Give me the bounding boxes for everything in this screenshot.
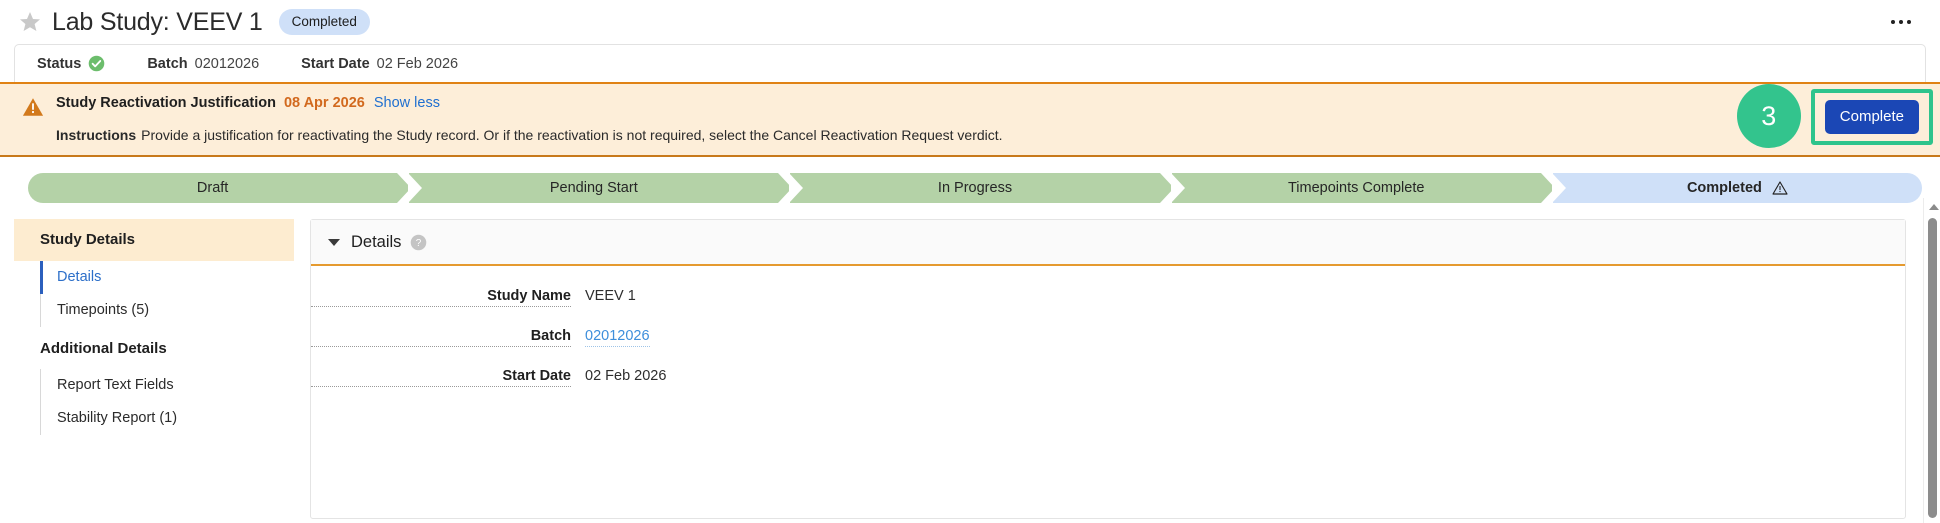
field-row-study-name: Study Name VEEV 1 (311, 288, 1905, 307)
field-label-batch: Batch (311, 328, 571, 347)
summary-item-status: Status (37, 55, 105, 72)
summary-value-batch: 02012026 (194, 55, 260, 72)
field-row-batch: Batch 02012026 (311, 328, 1905, 347)
summary-label-batch: Batch (147, 55, 188, 72)
svg-text:?: ? (416, 238, 422, 249)
sidebar-item-stability-report[interactable]: Stability Report (1) (40, 402, 310, 435)
status-badge: Completed (278, 9, 370, 35)
field-value-study-name: VEEV 1 (585, 288, 636, 304)
step-callout-badge: 3 (1736, 84, 1801, 148)
sidebar-item-details[interactable]: Details (40, 261, 310, 294)
lifecycle-step-label: Draft (196, 180, 229, 196)
summary-strip: Status Batch 02012026 Start Date 02 Feb … (14, 44, 1926, 82)
star-icon[interactable] (18, 10, 42, 34)
warning-triangle-icon (22, 96, 44, 118)
summary-label-status: Status (37, 55, 82, 72)
lifecycle-step-label: Pending Start (549, 180, 638, 196)
sidebar-links-study-details: Details Timepoints (5) (14, 261, 310, 327)
help-circle-icon[interactable]: ? (410, 234, 427, 251)
lifecycle-step-label: Timepoints Complete (1287, 180, 1425, 196)
details-panel-body: Study Name VEEV 1 Batch 02012026 Start D… (311, 266, 1905, 387)
summary-value-start-date: 02 Feb 2026 (376, 55, 459, 72)
field-value-batch[interactable]: 02012026 (585, 328, 650, 347)
field-value-start-date: 02 Feb 2026 (585, 368, 667, 384)
field-label-start-date: Start Date (311, 368, 571, 387)
field-label-study-name: Study Name (311, 288, 571, 307)
summary-label-start-date: Start Date (301, 55, 370, 72)
more-options-icon[interactable] (1884, 8, 1918, 36)
sidebar-links-additional-details: Report Text Fields Stability Report (1) (14, 369, 310, 435)
chevron-down-icon[interactable] (328, 238, 340, 246)
page-title: Lab Study: VEEV 1 (52, 7, 263, 36)
sidebar-section-additional-details: Additional Details (40, 340, 167, 357)
details-panel: Details ? Study Name VEEV 1 Batch 020120… (310, 219, 1906, 519)
lifecycle-step-completed[interactable]: Completed (1551, 173, 1923, 203)
complete-button[interactable]: Complete (1824, 100, 1919, 134)
instructions-label: Instructions (56, 127, 137, 143)
lifecycle-step-timepoints-complete[interactable]: Timepoints Complete (1170, 173, 1556, 203)
reactivation-alert-banner: Study Reactivation Justification 08 Apr … (0, 82, 1940, 157)
warning-triangle-outline-icon (1772, 180, 1788, 196)
sidebar-item-report-text-fields[interactable]: Report Text Fields (40, 369, 310, 402)
sidebar-section-study-details: Study Details (14, 219, 294, 261)
scroll-thumb[interactable] (1928, 218, 1937, 518)
lifecycle-stepper: Draft Pending Start In Progress Timepoin… (28, 173, 1923, 203)
alert-title-row: Study Reactivation Justification 08 Apr … (18, 95, 1922, 118)
details-panel-title: Details (351, 232, 402, 251)
vertical-scrollbar[interactable] (1923, 198, 1940, 523)
summary-item-start-date: Start Date 02 Feb 2026 (301, 56, 458, 72)
lifecycle-step-label: In Progress (937, 180, 1013, 196)
lifecycle-step-label: Completed (1686, 180, 1762, 196)
lifecycle-step-in-progress[interactable]: In Progress (789, 173, 1174, 203)
alert-title: Study Reactivation Justification (56, 95, 276, 111)
lifecycle-step-draft[interactable]: Draft (28, 173, 412, 203)
show-less-link[interactable]: Show less (373, 95, 440, 111)
field-row-start-date: Start Date 02 Feb 2026 (311, 368, 1905, 387)
complete-action-highlight: 3 Complete (1736, 84, 1933, 148)
scroll-up-arrow-icon[interactable] (1929, 204, 1939, 210)
alert-date: 08 Apr 2026 (283, 95, 365, 111)
details-panel-header: Details ? (311, 220, 1905, 266)
sidebar-item-timepoints[interactable]: Timepoints (5) (40, 294, 310, 327)
summary-item-batch: Batch 02012026 (147, 56, 259, 72)
lifecycle-step-pending-start[interactable]: Pending Start (408, 173, 793, 203)
record-header: Lab Study: VEEV 1 Completed (0, 0, 1940, 44)
check-circle-icon (88, 55, 105, 72)
body-area: Study Details Details Timepoints (5) Add… (0, 219, 1940, 519)
sidebar: Study Details Details Timepoints (5) Add… (0, 219, 310, 519)
instructions-text: Provide a justification for reactivating… (141, 127, 1003, 143)
